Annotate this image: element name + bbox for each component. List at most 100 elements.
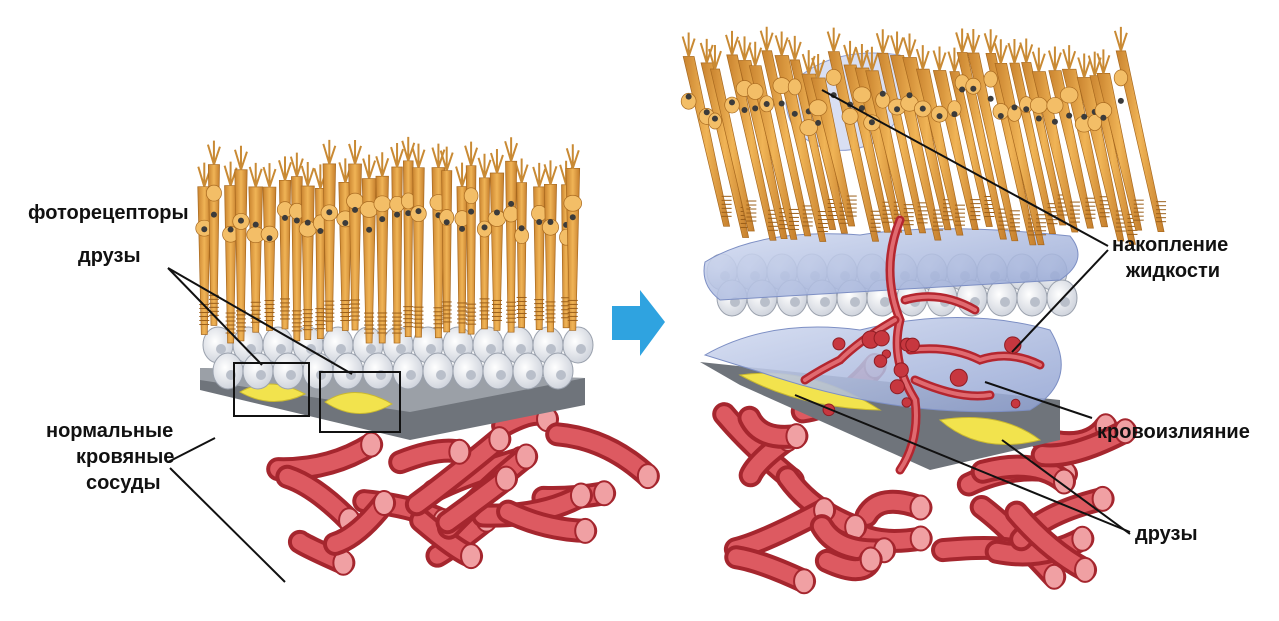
label-drusen-left: друзы: [78, 243, 141, 269]
label-fluid-2: жидкости: [1126, 258, 1220, 284]
photoreceptor-body: [826, 69, 841, 85]
photoreceptor-dendrite: [391, 143, 403, 167]
photoreceptor-dendrite: [302, 162, 314, 186]
right-arrow-icon: [612, 290, 665, 356]
label-drusen-right: друзы: [1135, 521, 1198, 547]
photoreceptor-dendrite: [739, 36, 751, 60]
photoreceptor-dendrite: [985, 29, 997, 53]
hemorrhage-node: [890, 380, 904, 394]
photoreceptor-nucleus: [920, 106, 926, 112]
photoreceptor-dendrite: [683, 33, 695, 57]
photoreceptor-nucleus: [294, 218, 300, 224]
photoreceptor-nucleus: [468, 209, 474, 215]
photoreceptor-body: [853, 87, 871, 103]
photoreceptor-dendrite: [291, 153, 303, 177]
cell-nucleus: [790, 297, 800, 307]
photoreceptor-body: [464, 188, 478, 204]
photoreceptor-nucleus: [352, 207, 358, 213]
photoreceptor-cell: [301, 186, 314, 340]
photoreceptor-nucleus: [444, 219, 450, 225]
photoreceptor-dendrite: [544, 160, 556, 184]
photoreceptor-dendrite: [441, 147, 453, 171]
photoreceptor-nucleus: [894, 106, 900, 112]
left-photoreceptors: [196, 137, 582, 343]
photoreceptor-body: [1060, 87, 1078, 103]
photoreceptor-nucleus: [998, 113, 1004, 119]
photoreceptor-dendrite: [349, 140, 361, 164]
label-normal-vessels-1: нормальные: [46, 418, 173, 444]
cell-nucleus: [1030, 297, 1040, 307]
photoreceptor-nucleus: [1036, 115, 1042, 121]
left-panel: [168, 137, 658, 582]
photoreceptor-cell: [442, 171, 452, 332]
photoreceptor-cell: [349, 164, 362, 330]
photoreceptor-nucleus: [815, 120, 821, 126]
photoreceptor-body: [984, 71, 997, 87]
photoreceptor-nucleus: [482, 224, 488, 230]
photoreceptor-nucleus: [547, 219, 553, 225]
cell-nucleus: [436, 370, 446, 380]
label-fluid-1: накопление: [1112, 232, 1228, 258]
photoreceptor-nucleus: [729, 99, 735, 105]
photoreceptor-dendrite: [363, 155, 375, 179]
cell-nucleus: [466, 370, 476, 380]
cell-nucleus: [396, 344, 406, 354]
vessel-opening: [461, 544, 481, 568]
photoreceptor-cell: [479, 178, 489, 329]
photoreceptor-dendrite: [967, 29, 979, 53]
hemorrhage-node: [894, 363, 908, 377]
photoreceptor-body: [1114, 70, 1127, 86]
photoreceptor-body: [564, 195, 582, 211]
cell-nucleus: [216, 344, 226, 354]
vessel-opening: [638, 464, 658, 488]
photoreceptor-dendrite: [956, 28, 968, 52]
photoreceptor-dendrite: [828, 28, 840, 52]
photoreceptor-body: [842, 108, 858, 124]
photoreceptor-dendrite: [465, 142, 477, 166]
photoreceptor-dendrite: [516, 159, 528, 183]
photoreceptor-body: [1030, 97, 1047, 113]
hemorrhage-node: [874, 355, 886, 367]
photoreceptor-dendrite: [917, 45, 929, 69]
vessel-opening: [571, 484, 591, 508]
photoreceptor-dendrite: [904, 33, 916, 57]
photoreceptor-dendrite: [761, 27, 773, 51]
right-photoreceptors: [681, 27, 1166, 245]
photoreceptor-cell: [225, 186, 237, 343]
photoreceptor-nucleus: [211, 212, 217, 218]
photoreceptor-nucleus: [305, 220, 311, 226]
cell-nucleus: [820, 297, 830, 307]
photoreceptor-nucleus: [267, 235, 273, 241]
cell-nucleus: [850, 297, 860, 307]
cell-nucleus: [286, 370, 296, 380]
label-photoreceptors: фоторецепторы: [28, 200, 189, 226]
hemorrhage-node: [1011, 399, 1020, 408]
photoreceptor-dendrite: [1063, 45, 1075, 69]
hemorrhage-node: [833, 338, 845, 350]
photoreceptor-cell: [413, 168, 425, 337]
photoreceptor-nucleus: [494, 210, 500, 216]
photoreceptor-nucleus: [880, 91, 886, 97]
vessel-opening: [489, 427, 509, 451]
photoreceptor-dendrite: [1033, 48, 1045, 72]
photoreceptor-nucleus: [317, 228, 323, 234]
photoreceptor-nucleus: [951, 111, 957, 117]
photoreceptor-nucleus: [792, 111, 798, 117]
photoreceptor-body: [503, 206, 518, 222]
vessel-opening: [1075, 558, 1095, 582]
cell-nucleus: [256, 370, 266, 380]
vessel-opening: [516, 445, 536, 469]
label-normal-vessels-3: сосуды: [86, 470, 161, 496]
photoreceptor-dendrite: [934, 47, 946, 71]
photoreceptor-nucleus: [764, 101, 770, 107]
photoreceptor-body: [809, 100, 827, 116]
vessel-opening: [786, 424, 806, 448]
photoreceptor-cell: [323, 164, 336, 331]
photoreceptor-nucleus: [1100, 115, 1106, 121]
photoreceptor-dendrite: [726, 31, 738, 55]
cell-nucleus: [486, 344, 496, 354]
photoreceptor-dendrite: [776, 31, 788, 55]
photoreceptor-dendrite: [533, 163, 545, 187]
photoreceptor-dendrite: [235, 146, 247, 170]
